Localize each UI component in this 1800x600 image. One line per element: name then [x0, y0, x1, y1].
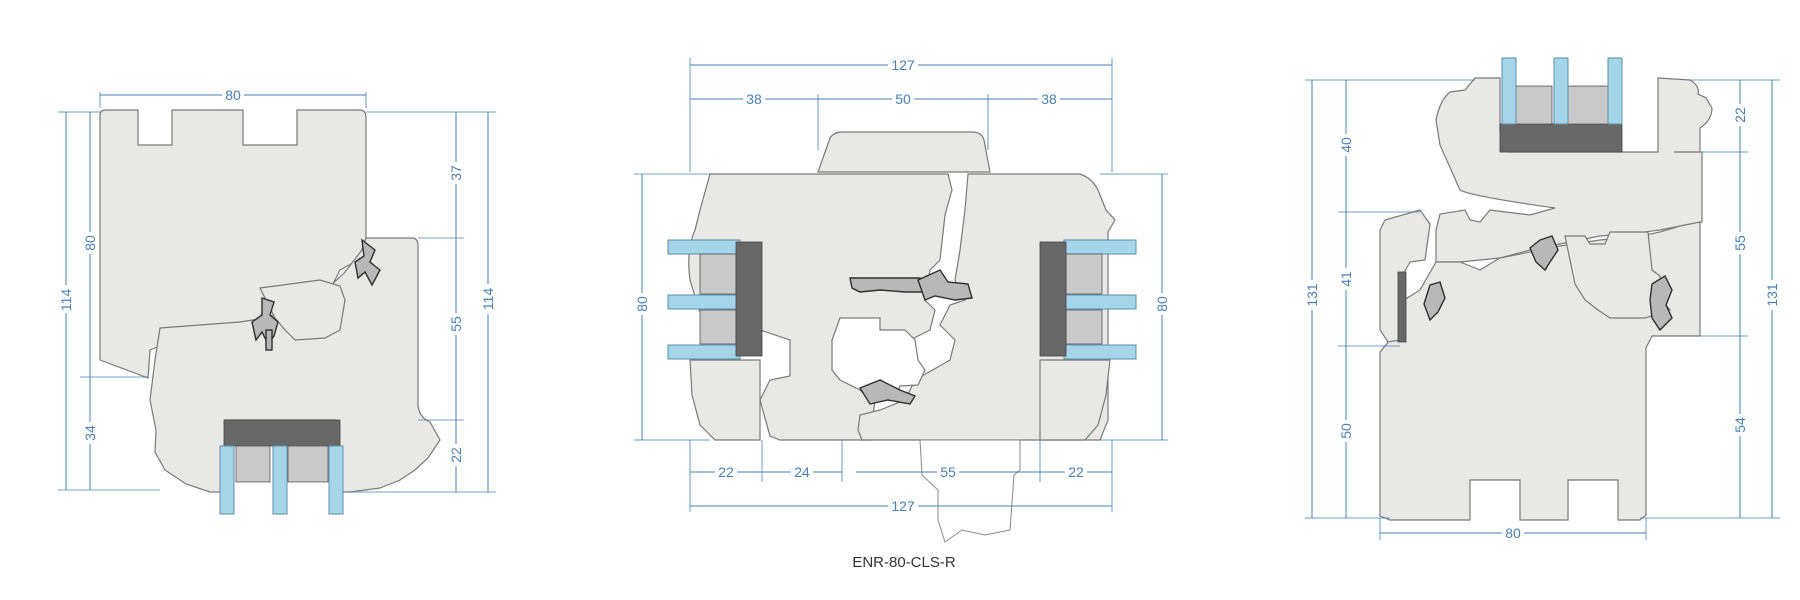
mid-dim-top-total: 127 — [891, 57, 915, 73]
r-dim-bottom-width: 80 — [1505, 525, 1521, 541]
r-dim-right-middle: 55 — [1732, 235, 1748, 251]
right-sealant — [1499, 123, 1623, 153]
mid-left-spacer-1 — [699, 253, 737, 295]
r-dim-left-middle: 41 — [1338, 271, 1354, 287]
right-spacer-2 — [1567, 85, 1609, 125]
r-dim-left-total: 131 — [1304, 283, 1320, 307]
right-gasket-upper — [1529, 235, 1559, 272]
r-dim-right-upper: 22 — [1732, 107, 1748, 123]
right-dim-upper: 37 — [448, 165, 464, 181]
mid-dim-top-center: 50 — [895, 91, 911, 107]
r-dim-right-lower: 54 — [1732, 417, 1748, 433]
mid-dim-bottom-1: 22 — [718, 464, 734, 480]
gasket-upper — [354, 238, 381, 287]
middle-section: 127 38 50 38 80 80 22 24 5 — [634, 57, 1170, 571]
right-spacer-1 — [1515, 85, 1553, 125]
mid-left-sealant — [735, 241, 763, 357]
r-dim-left-lower: 50 — [1338, 423, 1354, 439]
right-glass-2 — [1553, 57, 1569, 125]
right-gasket-mid — [1423, 281, 1446, 322]
right-glass-3 — [1607, 57, 1623, 125]
mullion-cap — [817, 131, 991, 173]
mid-left-glass-1 — [667, 239, 741, 255]
jamb-extension — [919, 439, 1021, 543]
r-dim-right-total: 131 — [1764, 283, 1780, 307]
mid-dim-top-right: 38 — [1041, 91, 1057, 107]
mid-left-spacer-2 — [699, 309, 737, 345]
mid-right-glass-2 — [1063, 294, 1137, 310]
mid-right-glass-3 — [1063, 344, 1137, 360]
left-dim-lower: 34 — [82, 425, 98, 441]
mid-right-sealant — [1039, 241, 1067, 357]
mid-gasket-right — [917, 269, 973, 301]
mid-dim-bottom-2: 24 — [794, 464, 810, 480]
right-dim-middle: 55 — [448, 316, 464, 332]
glass-pane-1 — [219, 445, 235, 515]
frame-notch — [259, 279, 346, 341]
right-glass-1 — [1501, 57, 1517, 125]
mid-dim-top-left: 38 — [746, 91, 762, 107]
right-hardware-plate — [1397, 271, 1407, 343]
spacer-2 — [287, 445, 329, 483]
mid-dim-right-height: 80 — [1154, 296, 1170, 312]
right-dim-lower: 22 — [448, 447, 464, 463]
r-dim-left-upper: 40 — [1338, 137, 1354, 153]
mid-gasket-bottom — [858, 379, 917, 405]
mid-dim-bottom-4: 22 — [1068, 464, 1084, 480]
mid-right-spacer-1 — [1065, 253, 1103, 295]
mid-gasket-top — [849, 277, 929, 293]
spacer-1 — [235, 445, 271, 483]
right-dim-total: 114 — [480, 288, 496, 311]
glass-pane-3 — [328, 445, 344, 515]
right-section: 131 40 41 50 22 55 54 131 80 — [1304, 57, 1780, 541]
left-section: 80 114 80 34 37 55 22 114 — [58, 86, 496, 515]
drawing-caption: ENR-80-CLS-R — [852, 554, 956, 571]
gasket-stem — [265, 329, 273, 351]
mid-right-spacer-2 — [1065, 309, 1103, 345]
mid-right-glass-1 — [1063, 239, 1137, 255]
mid-left-glass-3 — [667, 344, 741, 360]
mid-left-glass-2 — [667, 294, 741, 310]
mid-dim-left-height: 80 — [634, 296, 650, 312]
left-dim-upper: 80 — [82, 235, 98, 251]
sealant-strip — [223, 419, 341, 447]
glass-pane-2 — [272, 445, 288, 515]
left-dim-top-width: 80 — [225, 87, 241, 103]
left-dim-total: 114 — [58, 289, 74, 312]
mid-dim-bottom-total: 127 — [891, 498, 915, 514]
center-cavity — [831, 317, 926, 401]
left-bead — [689, 359, 761, 441]
right-gasket-right — [1649, 275, 1673, 332]
mid-dim-bottom-3: 55 — [940, 464, 956, 480]
